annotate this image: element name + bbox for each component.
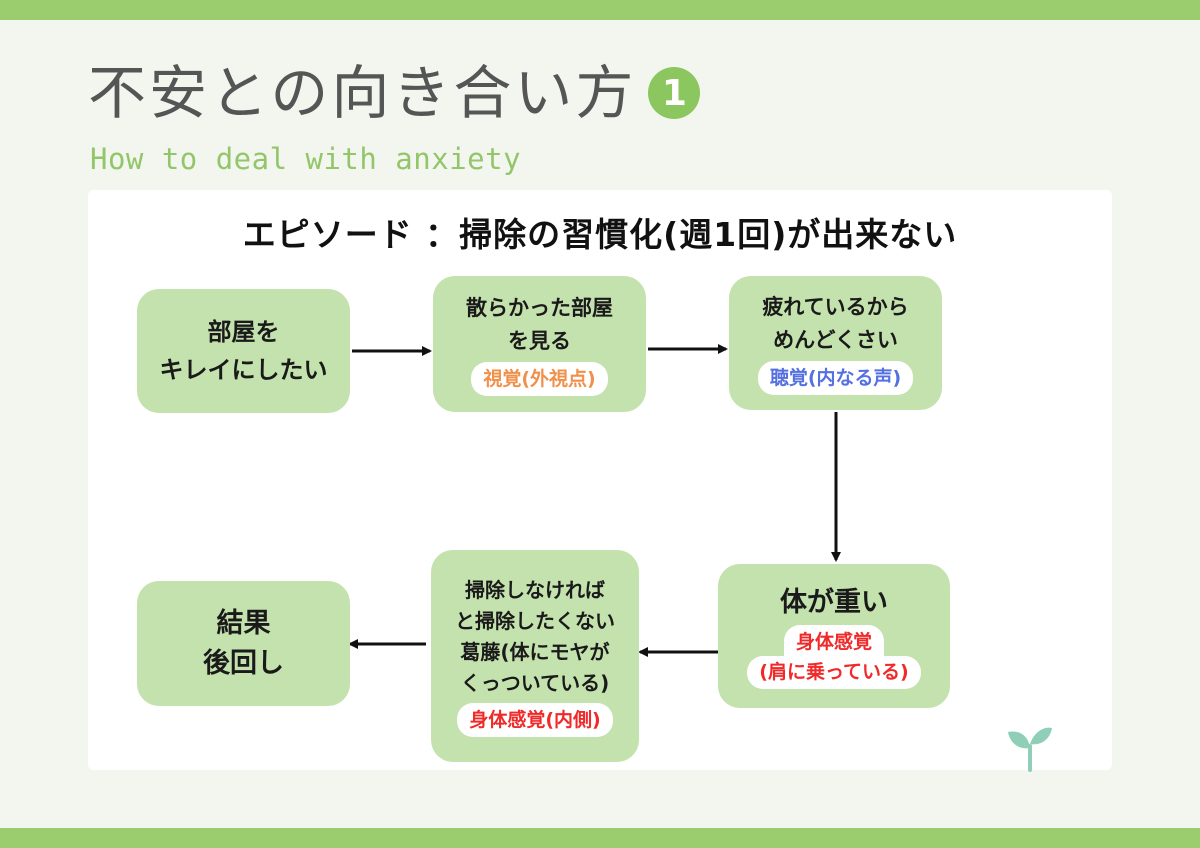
node-conflict-line2: と掃除したくない xyxy=(455,609,615,633)
node-messy-room: 散らかった部屋 を見る 視覚(外視点) xyxy=(433,276,646,412)
node-result: 結果 後回し xyxy=(137,581,350,706)
node-heavy-line1: 体が重い xyxy=(780,587,888,618)
node-conflict-line4: くっついている) xyxy=(460,671,610,695)
page-title: 不安との向き合い方 xyxy=(88,59,637,127)
node-tired-line2: めんどくさい xyxy=(773,328,898,352)
node-result-line2: 後回し xyxy=(203,647,284,679)
node-result-line1: 結果 xyxy=(216,607,271,639)
bottom-band xyxy=(0,828,1200,848)
tag-auditory: 聴覚(内なる声) xyxy=(757,361,914,395)
tag-body-inner: 身体感覚(内側) xyxy=(457,703,613,737)
title-number-badge: 1 xyxy=(648,67,701,119)
title-row: 不安との向き合い方 1 xyxy=(88,59,701,127)
node-conflict-line1: 掃除しなければ xyxy=(465,578,605,602)
node-conflict: 掃除しなければ と掃除したくない 葛藤(体にモヤが くっついている) 身体感覚(… xyxy=(431,550,639,762)
flow-arrows xyxy=(348,344,841,657)
page-subtitle: How to deal with anxiety xyxy=(90,142,522,176)
top-band xyxy=(0,0,1200,20)
tag-body-shoulder-1: 身体感覚 xyxy=(783,625,884,656)
tag-visual: 視覚(外視点) xyxy=(471,362,608,396)
node-conflict-line3: 葛藤(体にモヤが xyxy=(460,640,610,664)
node-want-clean-line2: キレイにしたい xyxy=(159,356,328,384)
node-want-clean: 部屋を キレイにしたい xyxy=(137,289,350,413)
node-messy-room-line2: を見る xyxy=(508,329,571,353)
node-heavy: 体が重い 身体感覚 (肩に乗っている) xyxy=(718,564,950,708)
node-tired-line1: 疲れているから xyxy=(762,295,909,319)
diagram-card: エピソード ：掃除の習慣化(週1回)が出来ない 部屋を キレイにしたい 散らかっ… xyxy=(88,190,1112,772)
sprout-icon xyxy=(1008,727,1052,772)
episode-heading: エピソード ：掃除の習慣化(週1回)が出来ない xyxy=(242,215,958,254)
node-want-clean-line1: 部屋を xyxy=(207,318,280,346)
tag-body-shoulder-2: (肩に乗っている) xyxy=(747,656,921,689)
node-tired: 疲れているから めんどくさい 聴覚(内なる声) xyxy=(729,276,942,410)
node-messy-room-line1: 散らかった部屋 xyxy=(466,296,613,320)
